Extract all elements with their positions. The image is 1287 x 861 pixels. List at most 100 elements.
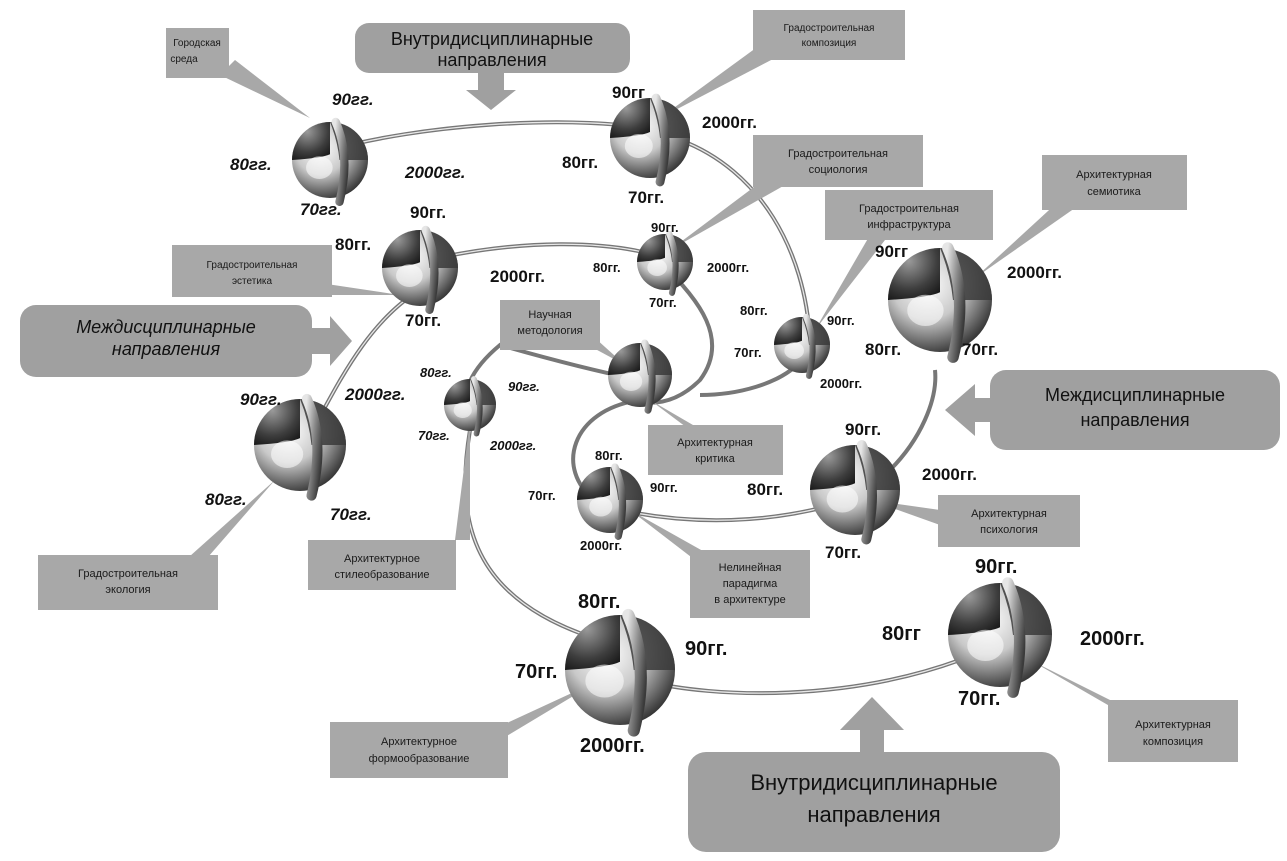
sphere-grad-estetika <box>382 225 458 314</box>
sphere-highlight <box>585 664 624 698</box>
era-label-70-arh-kompoziciya: 70гг. <box>958 688 1000 710</box>
category-intra-bottom-line1: Внутридисциплинарные <box>750 770 997 795</box>
era-label-70-grad-kompoziciya: 70гг. <box>628 188 664 207</box>
arrow-right-icon <box>312 316 352 366</box>
tag-label-line1: Нелинейная <box>719 562 782 574</box>
era-label-2000-nelineinaya-paradigma: 2000гг. <box>580 538 622 553</box>
sphere-cap <box>577 467 610 500</box>
era-label-80-grad-ekologiya: 80гг. <box>205 490 247 509</box>
sphere-ring <box>856 440 877 545</box>
category-intra-top-line2: направления <box>437 50 546 70</box>
sphere-highlight <box>453 402 472 419</box>
era-label-70-gorodskaya-sreda: 70гг. <box>300 200 342 219</box>
era-label-90-nelineinaya-paradigma: 90гг. <box>650 480 678 495</box>
tag-label-line3: в архитектуре <box>714 594 785 606</box>
sphere-cap <box>254 399 300 445</box>
tag-label-line1: Градостроительная <box>788 148 888 160</box>
tag-label-line2: эстетика <box>232 276 273 287</box>
category-inter-left-line2: направления <box>112 339 221 359</box>
sphere-highlight <box>624 134 653 158</box>
era-label-2000-grad-sociologiya: 2000гг. <box>707 260 749 275</box>
era-label-2000-arh-formoobrazovanie: 2000гг. <box>580 735 645 757</box>
tag-label-line2: парадигма <box>723 578 778 590</box>
sphere-cap <box>774 317 802 345</box>
sphere-cap <box>444 379 470 405</box>
sphere-grad-kompoziciya <box>610 93 690 187</box>
sphere-ring <box>651 93 670 187</box>
tag-grad-kompoziciya: Градостроительная композиция <box>753 10 905 60</box>
spiral-connectors <box>316 120 961 696</box>
tag-label-line1: Градостроительная <box>78 568 178 580</box>
tag-nauchnaya-metodologiya: Научная методология <box>500 300 600 350</box>
sphere-highlight <box>271 440 304 469</box>
tag-label-line1: Градостроительная <box>784 23 875 34</box>
tag-gorodskaya-sreda: Городская среда <box>166 28 229 78</box>
category-inter-left-line1: Междисциплинарные <box>76 317 256 337</box>
category-intra-top-line1: Внутридисциплинарные <box>391 29 593 49</box>
sphere-arh-kompoziciya <box>948 577 1052 698</box>
sphere-highlight <box>619 371 643 391</box>
sphere-highlight <box>396 264 423 287</box>
sphere-cap <box>810 445 855 490</box>
era-label-90-grad-infrastruktura: 90гг. <box>827 313 855 328</box>
era-labels: 90гг. 80гг. 2000гг. 70гг. 90гг 2000гг. 80гг. 70… <box>205 83 1145 757</box>
sphere-highlight <box>784 342 804 359</box>
tag-label-line2: экология <box>105 584 150 596</box>
sphere-ring <box>611 463 627 540</box>
era-label-80-arh-formoobrazovanie: 80гг. <box>578 591 620 613</box>
category-inter-right-line2: направления <box>1080 410 1189 430</box>
era-label-2000-arh-stileobrazovanie: 2000гг. <box>489 438 536 453</box>
sphere-cap <box>948 583 1000 635</box>
sphere-highlight <box>967 629 1004 662</box>
tag-label-line1: Градостроительная <box>859 203 959 215</box>
era-label-70-grad-ekologiya: 70гг. <box>330 505 372 524</box>
era-label-80-nelineinaya-paradigma: 80гг. <box>595 448 623 463</box>
tag-label-line2: семиотика <box>1087 186 1141 198</box>
era-label-2000-grad-infrastruktura: 2000гг. <box>820 376 862 391</box>
era-label-70-grad-estetika: 70гг. <box>405 311 441 330</box>
sphere-gorodskaya-sreda <box>292 117 368 206</box>
era-label-80-grad-estetika: 80гг. <box>335 235 371 254</box>
era-label-80-gorodskaya-sreda: 80гг. <box>230 155 272 174</box>
tag-arh-psihologiya: Архитектурная психология <box>938 495 1080 547</box>
era-label-90-grad-estetika: 90гг. <box>410 203 446 222</box>
tag-arh-stileobrazovanie: Архитектурное стилеобразование <box>308 540 456 590</box>
arrow-left-icon <box>945 384 990 436</box>
era-label-70-grad-infrastruktura: 70гг. <box>734 345 762 360</box>
tag-label-line2: критика <box>695 453 735 465</box>
tag-label-line1: Архитектурная <box>677 437 753 449</box>
sphere-cap <box>565 615 620 670</box>
era-label-70-arh-formoobrazovanie: 70гг. <box>515 661 557 683</box>
tag-label-line2: стилеобразование <box>335 569 430 581</box>
era-label-90-grad-sociologiya: 90гг. <box>651 220 679 235</box>
tag-label-line2: социология <box>809 164 868 176</box>
tag-nelineinaya-paradigma: Нелинейная парадигма в архитектуре <box>690 550 810 618</box>
category-intra-bottom: Внутридисциплинарные направления <box>688 697 1060 852</box>
era-label-90-arh-semiotika: 90гг <box>875 242 908 261</box>
era-label-2000-grad-ekologiya: 2000гг. <box>344 385 405 404</box>
era-label-70-arh-semiotika: 70гг. <box>962 340 998 359</box>
era-label-90-gorodskaya-sreda: 90гг. <box>332 90 374 109</box>
tag-label-line1: Архитектурная <box>1135 719 1211 731</box>
sphere-arh-psihologiya <box>810 440 900 545</box>
era-label-80-grad-infrastruktura: 80гг. <box>740 303 768 318</box>
category-inter-right-line1: Междисциплинарные <box>1045 385 1225 405</box>
sphere-cap <box>610 98 650 138</box>
tag-arh-kompoziciya: Архитектурная композиция <box>1108 700 1238 762</box>
category-inter-right: Междисциплинарные направления <box>945 370 1280 450</box>
era-label-90-arh-kompoziciya: 90гг. <box>975 556 1017 578</box>
sphere-ring <box>622 608 647 737</box>
arrow-down-icon <box>466 73 516 110</box>
era-label-90-grad-ekologiya: 90гг. <box>240 390 282 409</box>
era-label-2000-gorodskaya-sreda: 2000гг. <box>404 163 465 182</box>
era-label-90-arh-psihologiya: 90гг. <box>845 420 881 439</box>
era-label-80-arh-kompoziciya: 80гг <box>882 623 921 645</box>
era-label-80-arh-psihologiya: 80гг. <box>747 480 783 499</box>
category-intra-top: Внутридисциплинарные направления <box>355 23 630 110</box>
era-label-80-grad-kompoziciya: 80гг. <box>562 153 598 172</box>
sphere-grad-infrastruktura <box>774 313 830 379</box>
sphere-grad-ekologiya <box>254 393 346 501</box>
tag-label-line2: композиция <box>1143 736 1203 748</box>
